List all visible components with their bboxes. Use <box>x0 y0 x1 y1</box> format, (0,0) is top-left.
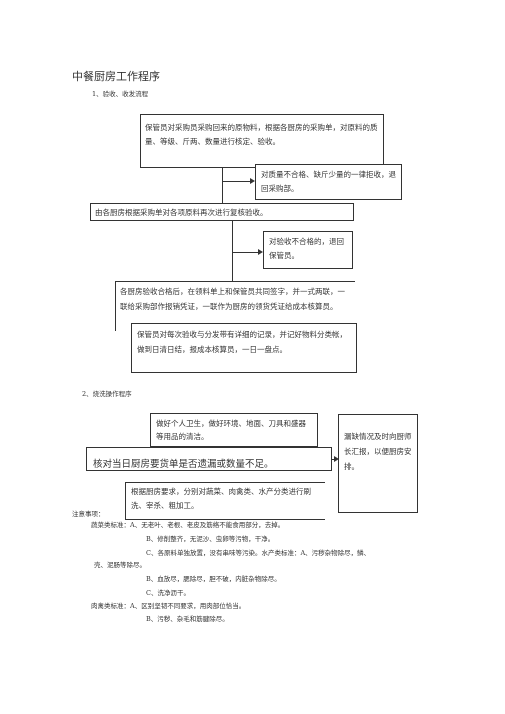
connector-line <box>222 168 223 204</box>
section-heading-receiving: 1、验收、收发流程 <box>92 90 149 98</box>
connector-arrow <box>334 456 339 462</box>
page-title: 中餐厨房工作程序 <box>72 70 160 83</box>
flow-box-sign-receipt: 各厨房验收合格后，在领料单上和保管员共同签字，并一式两联，一联给采购部作报销凭证… <box>115 281 355 331</box>
note-line: C、洗净沥干。 <box>146 589 190 597</box>
flow-box-report-shortage: 漏缺情况及时向厨师长汇报，以便厨房安排。 <box>338 414 418 513</box>
note-line: 蔬菜类标准：A、无老叶、老根、老皮及筋络不能食用部分，去掉。 <box>91 521 285 529</box>
connector-line <box>222 181 252 182</box>
note-line: 肉禽类标准：A、区别坚韧不同要求，用肉部位恰当。 <box>91 602 246 610</box>
flow-box-rough-processing: 根据厨房要求，分别对蔬菜、肉禽类、水产分类进行刷洗、宰杀、粗加工。 <box>125 482 325 520</box>
connector-arrow <box>258 249 263 255</box>
notes-heading: 注意事项： <box>72 510 105 518</box>
note-line: 壳、泥肠等除尽。 <box>94 561 146 569</box>
connector-line <box>232 221 233 281</box>
note-line: B、污秽、杂毛和筋腱除尽。 <box>146 615 229 623</box>
connector-line <box>232 252 260 253</box>
flow-box-return-storekeeper: 对验收不合格的，退回保管员。 <box>263 231 353 269</box>
flow-box-storekeeper-inspection: 保管员对采购员采购回来的原物料，根据各厨房的采购单，对原料的质量、等级、斤两、数… <box>140 114 384 168</box>
section-heading-washing: 2、烧洗操作程序 <box>82 390 132 398</box>
flow-box-record-keeping: 保管员对每次验收与分发带有详细的记录，并记好物料分类帐，做到日清日结，报成本核算… <box>131 323 357 373</box>
flow-box-hygiene: 做好个人卫生，做好环境、地面、刀具和盛器等用品的清洁。 <box>150 413 318 447</box>
flow-box-check-order: 核对当日厨房要货单是否遗漏或数量不足。 <box>86 447 332 471</box>
flow-box-check-order-text: 核对当日厨房要货单是否遗漏或数量不足。 <box>93 459 274 470</box>
note-line: C、各原料单独放置，没有串味等污染。水产类标准：A、污秽杂物除尽，鳞、 <box>146 549 371 557</box>
note-line: B、修削整齐，无泥沙、虫卵等污物，干净。 <box>146 535 275 543</box>
connector-arrow <box>250 178 255 184</box>
flow-box-kitchen-recheck: 由各厨房根据采购单对各项原料再次进行复核验收。 <box>90 203 354 221</box>
flow-box-reject-return: 对质量不合格、缺斤少量的一律拒收，退回采购部。 <box>255 164 402 200</box>
note-line: B、血放尽，腮除尽，胆不破，内脏杂物除尽。 <box>146 575 281 583</box>
